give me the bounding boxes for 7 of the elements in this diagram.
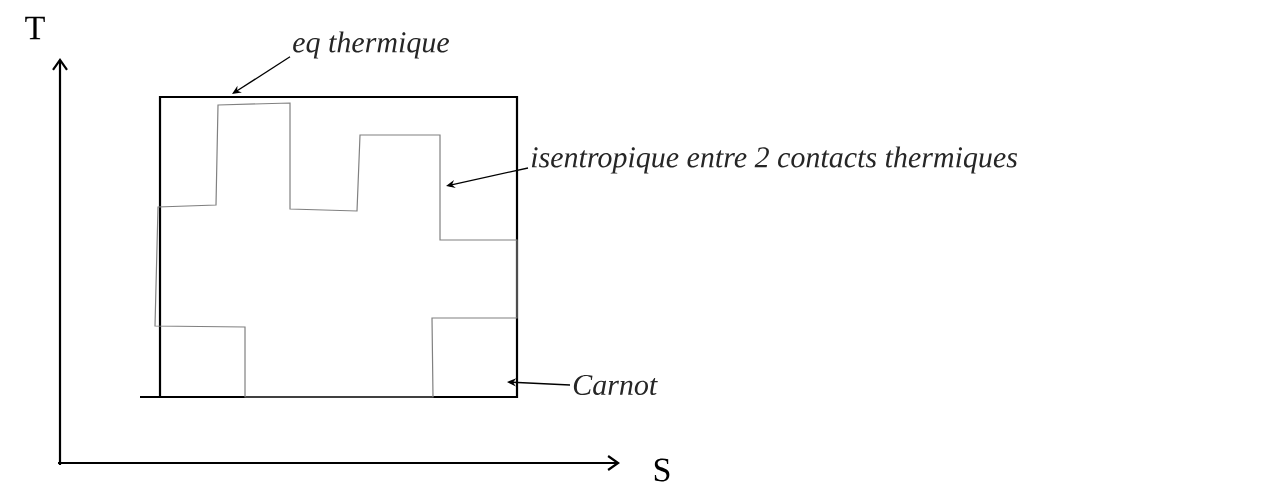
leader-arrow <box>446 167 529 189</box>
annotation-text: Carnot <box>573 374 658 396</box>
axis-label: T <box>25 16 45 40</box>
axis-label: S <box>654 458 670 482</box>
annotation-text: eq thermique <box>293 31 449 59</box>
annotation-text: isentropique entre 2 contacts thermiques <box>531 146 1017 174</box>
leader-arrow <box>232 56 291 94</box>
